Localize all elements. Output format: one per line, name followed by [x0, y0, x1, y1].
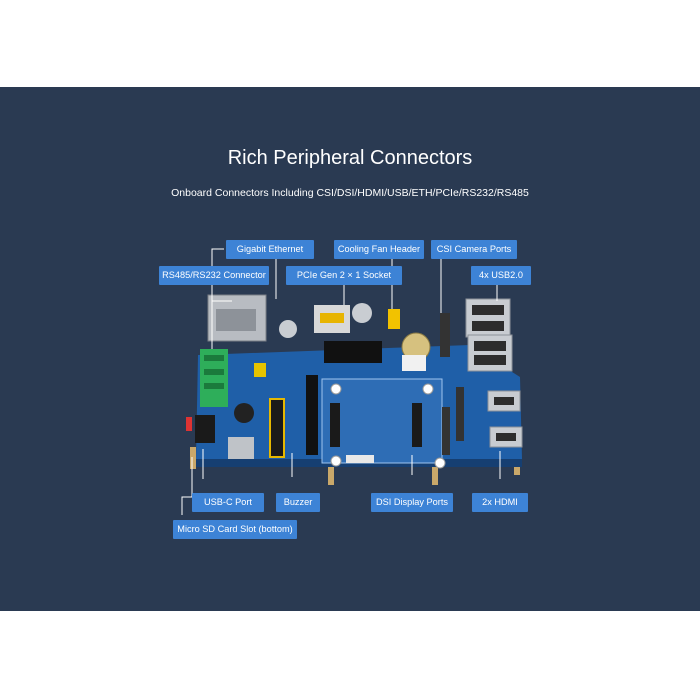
csi-connector-2 [456, 387, 464, 441]
callout-usb-c-port: USB-C Port [192, 493, 264, 512]
callout-usb20: 4x USB2.0 [471, 266, 531, 285]
carrier-board-illustration [186, 294, 523, 485]
callout-micro-sd-slot: Micro SD Card Slot (bottom) [173, 520, 297, 539]
usb-stack-2 [467, 334, 513, 372]
callout-hdmi: 2x HDMI [472, 493, 528, 512]
banner-title: Rich Peripheral Connectors [227, 147, 473, 169]
fan-header [388, 309, 400, 329]
pcie-slot [269, 398, 285, 458]
product-banner: Rich Peripheral Connectors Onboard Conne… [0, 87, 700, 611]
csi-connector-1 [440, 313, 450, 357]
gpio-header [306, 375, 318, 455]
callout-leader-lines [181, 248, 501, 515]
callout-csi-camera-ports: CSI Camera Ports [431, 240, 517, 259]
callout-cooling-fan-header: Cooling Fan Header [334, 240, 424, 259]
callout-rs485-rs232: RS485/RS232 Connector [159, 266, 269, 285]
callout-dsi-display-ports: DSI Display Ports [371, 493, 453, 512]
banner-subtitle: Onboard Connectors Including CSI/DSI/HDM… [171, 187, 529, 199]
callout-buzzer: Buzzer [276, 493, 320, 512]
dsi-connector-1 [442, 407, 450, 455]
callout-gigabit-ethernet: Gigabit Ethernet [226, 240, 314, 259]
callout-pcie-socket: PCIe Gen 2 × 1 Socket [286, 266, 402, 285]
usb-c-connector [195, 415, 215, 443]
usb-stack-1 [465, 298, 511, 338]
buzzer-component [234, 403, 254, 423]
